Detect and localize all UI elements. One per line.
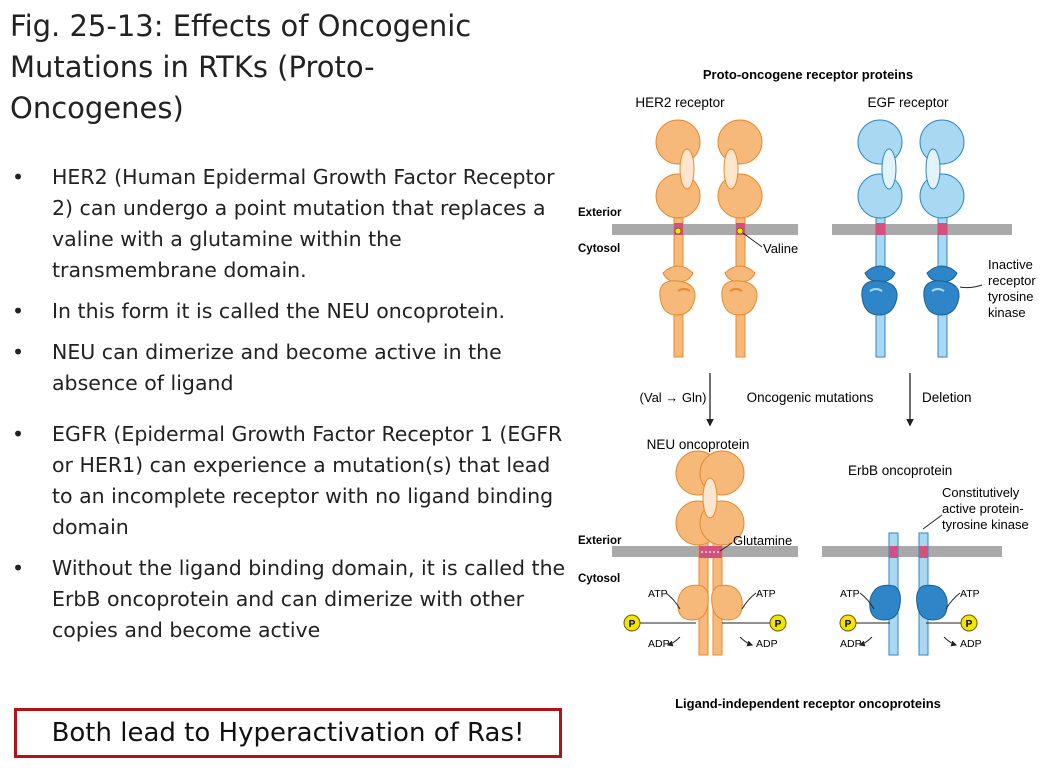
exterior-label-top: Exterior bbox=[578, 207, 622, 219]
erbb-oncoprotein-label: ErbB oncoprotein bbox=[848, 463, 952, 478]
bottom-heading: Ligand-independent receptor oncoproteins bbox=[675, 696, 941, 711]
svg-text:ATP: ATP bbox=[648, 588, 668, 600]
valine-pointer bbox=[742, 232, 763, 248]
svg-text:ATP: ATP bbox=[756, 588, 776, 600]
svg-text:ADP: ADP bbox=[840, 638, 862, 650]
svg-text:P: P bbox=[775, 619, 782, 630]
her2-receptor-monomer bbox=[717, 119, 763, 358]
ras-callout-box: Both lead to Hyperactivation of Ras! bbox=[14, 708, 562, 758]
svg-text:ATP: ATP bbox=[840, 588, 860, 600]
cytosol-label-top: Cytosol bbox=[578, 243, 620, 255]
egf-receptor-monomer bbox=[857, 119, 903, 358]
svg-text:ADP: ADP bbox=[960, 638, 982, 650]
erbb-oncoprotein-dimer bbox=[869, 532, 948, 656]
neu-oncoprotein-label: NEU oncoprotein bbox=[647, 437, 750, 452]
inactive-kinase-pointer bbox=[959, 284, 983, 289]
bullet-erbb-name: Without the ligand binding domain, it is… bbox=[10, 553, 570, 646]
constitutive-pointer bbox=[922, 514, 943, 530]
bullet-her2-mutation: HER2 (Human Epidermal Growth Factor Rece… bbox=[10, 162, 570, 286]
her2-receptor-label: HER2 receptor bbox=[635, 95, 725, 110]
valine-residue bbox=[736, 227, 744, 235]
valine-residue bbox=[674, 227, 682, 235]
svg-text:ADP: ADP bbox=[648, 638, 670, 650]
erbb-atp-phosphorylation: ATP ATP ADP ADP P P bbox=[839, 588, 982, 650]
valine-label: Valine bbox=[763, 241, 798, 256]
svg-text:ADP: ADP bbox=[756, 638, 778, 650]
bullet-neu-dimerize: NEU can dimerize and become active in th… bbox=[10, 337, 570, 399]
cytosol-label-bottom: Cytosol bbox=[578, 573, 620, 585]
phosphate-icon bbox=[769, 614, 787, 632]
svg-text:P: P bbox=[629, 619, 636, 630]
inactive-kinase-label: Inactive receptor tyrosine kinase bbox=[988, 257, 1039, 320]
deletion-label: Deletion bbox=[922, 390, 972, 405]
egf-receptor-label: EGF receptor bbox=[867, 95, 949, 110]
egf-receptor-monomer bbox=[919, 119, 965, 358]
svg-text:ATP: ATP bbox=[960, 588, 980, 600]
bullet-list: HER2 (Human Epidermal Growth Factor Rece… bbox=[10, 162, 570, 656]
phosphate-icon bbox=[960, 614, 978, 632]
svg-text:P: P bbox=[845, 619, 852, 630]
constitutive-kinase-label: Constitutively active protein- tyrosine … bbox=[942, 485, 1029, 532]
bullet-egfr-mutation: EGFR (Epidermal Growth Factor Receptor 1… bbox=[10, 419, 570, 543]
glutamine-pointer bbox=[719, 542, 733, 552]
slide-title: Fig. 25-13: Effects of Oncogenic Mutatio… bbox=[10, 9, 472, 125]
oncogenic-mutations-label: Oncogenic mutations bbox=[747, 390, 874, 405]
membrane-top-left bbox=[612, 224, 798, 235]
top-heading: Proto-oncogene receptor proteins bbox=[703, 67, 913, 82]
membrane-bottom-right bbox=[822, 546, 1002, 557]
neu-oncoprotein-dimer bbox=[675, 450, 745, 656]
exterior-label-bottom: Exterior bbox=[578, 535, 622, 547]
phosphate-icon bbox=[623, 614, 641, 632]
glutamine-label: Glutamine bbox=[733, 533, 792, 548]
svg-text:P: P bbox=[966, 619, 973, 630]
rtk-mutation-diagram: Proto-oncogene receptor proteins HER2 re… bbox=[578, 67, 1039, 711]
bullet-neu-name: In this form it is called the NEU oncopr… bbox=[10, 296, 570, 327]
phosphate-icon bbox=[839, 614, 857, 632]
val-gln-label: (Val → Gln) bbox=[640, 390, 707, 405]
neu-atp-phosphorylation: ATP ATP ADP ADP P P bbox=[623, 588, 787, 650]
her2-receptor-monomer bbox=[655, 119, 701, 358]
membrane-top-right bbox=[832, 224, 1012, 235]
